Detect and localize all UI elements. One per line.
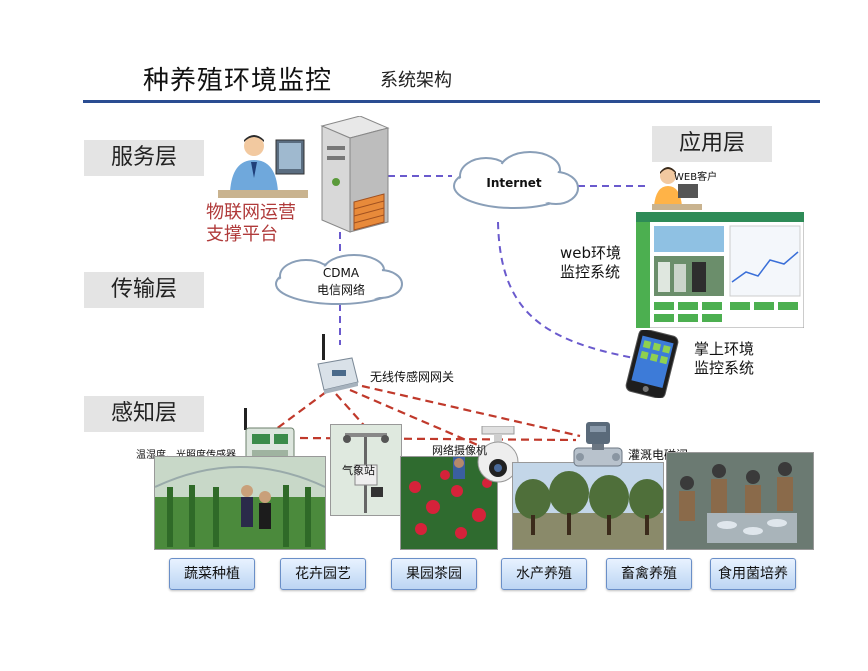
mobile-phone-icon <box>625 330 679 398</box>
web-system-label-line2: 监控系统 <box>560 263 621 281</box>
vegetable-greenhouse-photo <box>154 456 326 550</box>
aquaculture-photo <box>666 452 814 550</box>
gateway-label: 无线传感网网关 <box>370 370 455 384</box>
camera-label: 网络摄像机 <box>432 444 487 457</box>
internet-mobile-link <box>497 221 635 359</box>
gateway-camera-link <box>349 388 481 448</box>
mobile-system-label-line1: 掌上环境 <box>694 340 755 358</box>
gateway-sensor-link <box>271 391 327 433</box>
cdma-cloud-icon <box>275 254 403 305</box>
weather-station-label: 气象站 <box>342 464 375 477</box>
web-monitor-screenshot <box>636 212 804 328</box>
irrigation-valve-icon <box>573 422 623 467</box>
web-client-person-icon <box>652 167 702 210</box>
orchard-photo <box>512 462 664 550</box>
page-subtitle: 系统架构 <box>380 70 452 91</box>
operator-person-icon <box>218 135 308 198</box>
internet-label: Internet <box>486 176 542 190</box>
sensor-label: 温湿度、光照度传感器 <box>136 450 236 461</box>
category-mushroom-button[interactable]: 食用菌培养 <box>710 558 796 590</box>
cdma-label-line1: CDMA <box>322 266 360 280</box>
layer-transport: 传输层 <box>84 272 204 308</box>
category-orchard-tea-button[interactable]: 果园茶园 <box>391 558 477 590</box>
gateway-valve-link <box>361 384 581 438</box>
mobile-system-label-line2: 监控系统 <box>694 359 755 377</box>
wireless-gateway-icon <box>317 334 359 394</box>
server-label-line1: 物联网运营 <box>206 202 296 223</box>
title-divider <box>83 100 820 103</box>
layer-service: 服务层 <box>84 140 204 176</box>
network-camera-icon <box>477 426 519 483</box>
layer-application: 应用层 <box>652 126 772 162</box>
category-flowers-button[interactable]: 花卉园艺 <box>280 558 366 590</box>
web-system-label-line1: web环境 <box>560 244 622 262</box>
server-label-line2: 支撑平台 <box>206 224 278 245</box>
web-client-label: WEB客户 <box>674 172 718 183</box>
category-livestock-button[interactable]: 畜禽养殖 <box>606 558 692 590</box>
layer-perception: 感知层 <box>84 396 204 432</box>
category-aquaculture-button[interactable]: 水产养殖 <box>501 558 587 590</box>
server-icon <box>320 116 390 233</box>
internet-cloud-icon <box>453 151 579 209</box>
page-title: 种养殖环境监控 <box>143 66 333 96</box>
cdma-label-line2: 电信网络 <box>316 283 365 297</box>
category-vegetables-button[interactable]: 蔬菜种植 <box>169 558 255 590</box>
